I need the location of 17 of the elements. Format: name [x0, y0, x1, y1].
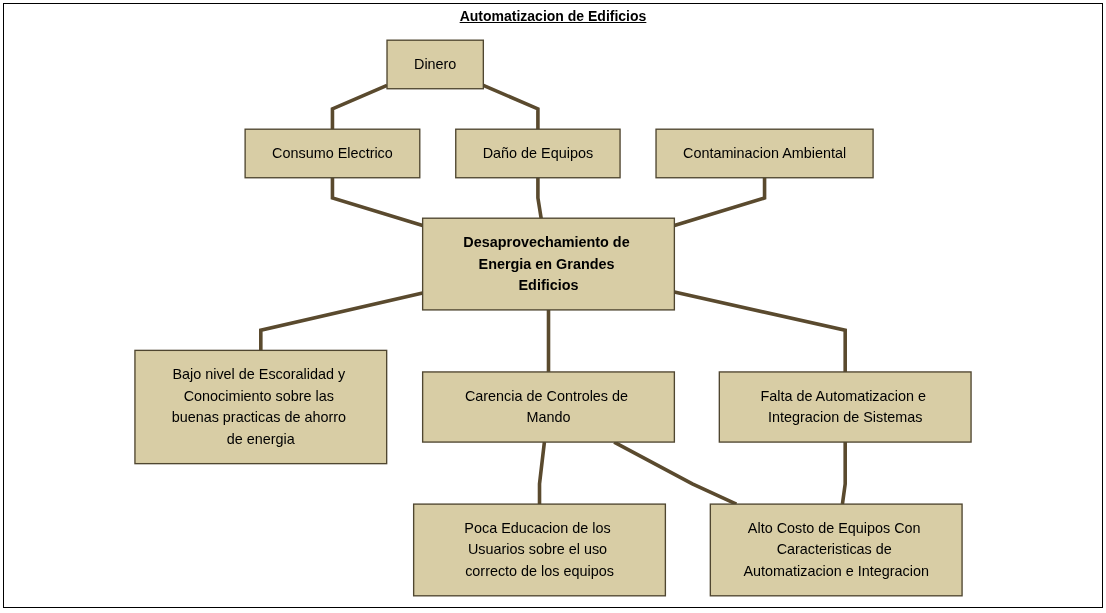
node-box: Contaminacion Ambiental [655, 128, 874, 178]
connector [840, 441, 847, 504]
node-box: Desaprovechamiento de Energia en Grandes Edificios [421, 217, 676, 311]
connector [330, 83, 388, 129]
node-box: Carencia de Controles de Mando [421, 370, 676, 443]
connector [537, 441, 547, 504]
node-box: Alto Costo de Equipos Con Caracteristicas de Automatizacion e Integracion [709, 502, 963, 596]
diagram-title: Automatizacion de Edificios [459, 8, 647, 24]
node-box: Poca Educacion de los Usuarios sobre el uso correcto de los equipos [412, 502, 667, 596]
connector [546, 309, 551, 372]
node-box: Bajo nivel de Escoralidad y Conocimiento sobre las buenas practicas de ahorro de energia [134, 349, 388, 464]
node-box: Falta de Automatizacion e Integracion de Sistemas [718, 370, 972, 443]
node-box: Dinero [386, 39, 484, 89]
node-box: Daño de Equipos [455, 128, 621, 178]
connector [536, 177, 543, 218]
connector [482, 83, 540, 129]
node-box: Consumo Electrico [244, 128, 421, 178]
